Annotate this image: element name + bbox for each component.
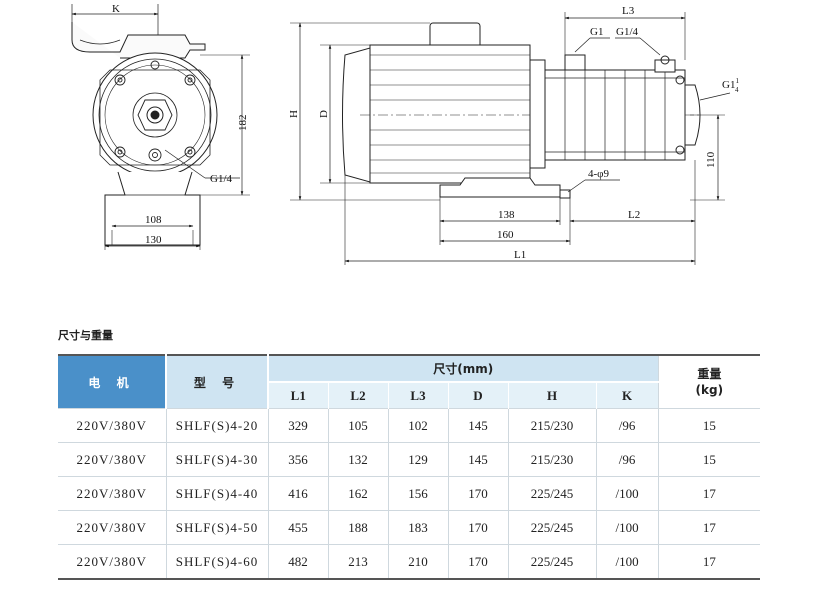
dimension-weight-table: 电 机 型 号 尺寸(mm) 重量 (kg) L1 L2 L3 D H K 22… [58,354,761,580]
header-weight: 重量 (kg) [657,354,761,409]
dim-label-160: 160 [497,229,514,241]
dim-label-holes: 4-φ9 [588,168,610,180]
cell-weight: 17 [658,510,761,545]
dim-label-182: 182 [237,115,249,132]
header-l3: L3 [388,382,449,409]
cell-l3: 129 [388,442,449,477]
header-weight-unit: (kg) [695,383,724,397]
header-l2: L2 [328,382,389,409]
dim-label-g1: G1 [590,26,603,38]
cell-d: 170 [448,544,509,580]
cell-h: 225/245 [508,510,597,545]
cell-l2: 188 [328,510,389,545]
cell-k: /96 [596,408,659,443]
header-d: D [448,382,509,409]
cell-weight: 17 [658,476,761,511]
header-h: H [508,382,597,409]
section-title: 尺寸与重量 [58,329,113,342]
dim-label-h: H [288,110,300,118]
cell-motor: 220V/380V [58,442,167,477]
cell-weight: 17 [658,544,761,580]
cell-l1: 455 [268,510,329,545]
dim-label-g14-top: G1/4 [616,26,639,38]
table-row: 220V/380V SHLF(S)4-40 416 162 156 170 22… [58,476,761,511]
cell-model: SHLF(S)4-60 [166,544,269,580]
header-k: K [596,382,659,409]
dim-label-110: 110 [705,151,717,168]
cell-l3: 156 [388,476,449,511]
cell-l2: 213 [328,544,389,580]
cell-l1: 356 [268,442,329,477]
cell-motor: 220V/380V [58,510,167,545]
cell-model: SHLF(S)4-40 [166,476,269,511]
cell-model: SHLF(S)4-30 [166,442,269,477]
dim-label-130: 130 [145,234,162,246]
dim-label-g14-side: G1/4 [210,173,233,185]
cell-l2: 162 [328,476,389,511]
cell-l3: 102 [388,408,449,443]
cell-model: SHLF(S)4-50 [166,510,269,545]
dim-label-108: 108 [145,214,162,226]
cell-l1: 329 [268,408,329,443]
cell-k: /100 [596,544,659,580]
cell-l1: 416 [268,476,329,511]
cell-h: 215/230 [508,408,597,443]
cell-d: 170 [448,476,509,511]
cell-k: /100 [596,476,659,511]
cell-l2: 132 [328,442,389,477]
table-row: 220V/380V SHLF(S)4-20 329 105 102 145 21… [58,408,761,443]
header-motor: 电 机 [58,354,167,409]
cell-h: 215/230 [508,442,597,477]
cell-l1: 482 [268,544,329,580]
header-model: 型 号 [166,354,269,409]
header-weight-label: 重量 [697,367,722,381]
cell-motor: 220V/380V [58,408,167,443]
cell-weight: 15 [658,442,761,477]
cell-d: 145 [448,408,509,443]
header-dimensions: 尺寸(mm) [268,354,659,383]
cell-l3: 183 [388,510,449,545]
cell-weight: 15 [658,408,761,443]
table-row: 220V/380V SHLF(S)4-50 455 188 183 170 22… [58,510,761,545]
dim-label-d: D [318,110,330,118]
table-row: 220V/380V SHLF(S)4-60 482 213 210 170 22… [58,544,761,580]
cell-d: 170 [448,510,509,545]
side-view [290,12,731,265]
pump-dimension-drawing: K 182 G1/4 108 130 [71,3,739,265]
table-row: 220V/380V SHLF(S)4-30 356 132 129 145 21… [58,442,761,477]
cell-model: SHLF(S)4-20 [166,408,269,443]
front-view [71,4,250,250]
cell-k: /96 [596,442,659,477]
dim-label-k: K [112,3,120,15]
dim-label-l2: L2 [628,209,640,221]
cell-l3: 210 [388,544,449,580]
cell-h: 225/245 [508,476,597,511]
dim-label-l1: L1 [514,249,526,261]
dim-label-138: 138 [498,209,515,221]
cell-k: /100 [596,510,659,545]
dim-label-l3: L3 [622,5,635,17]
cell-l2: 105 [328,408,389,443]
cell-d: 145 [448,442,509,477]
cell-motor: 220V/380V [58,476,167,511]
header-l1: L1 [268,382,329,409]
cell-h: 225/245 [508,544,597,580]
cell-motor: 220V/380V [58,544,167,580]
